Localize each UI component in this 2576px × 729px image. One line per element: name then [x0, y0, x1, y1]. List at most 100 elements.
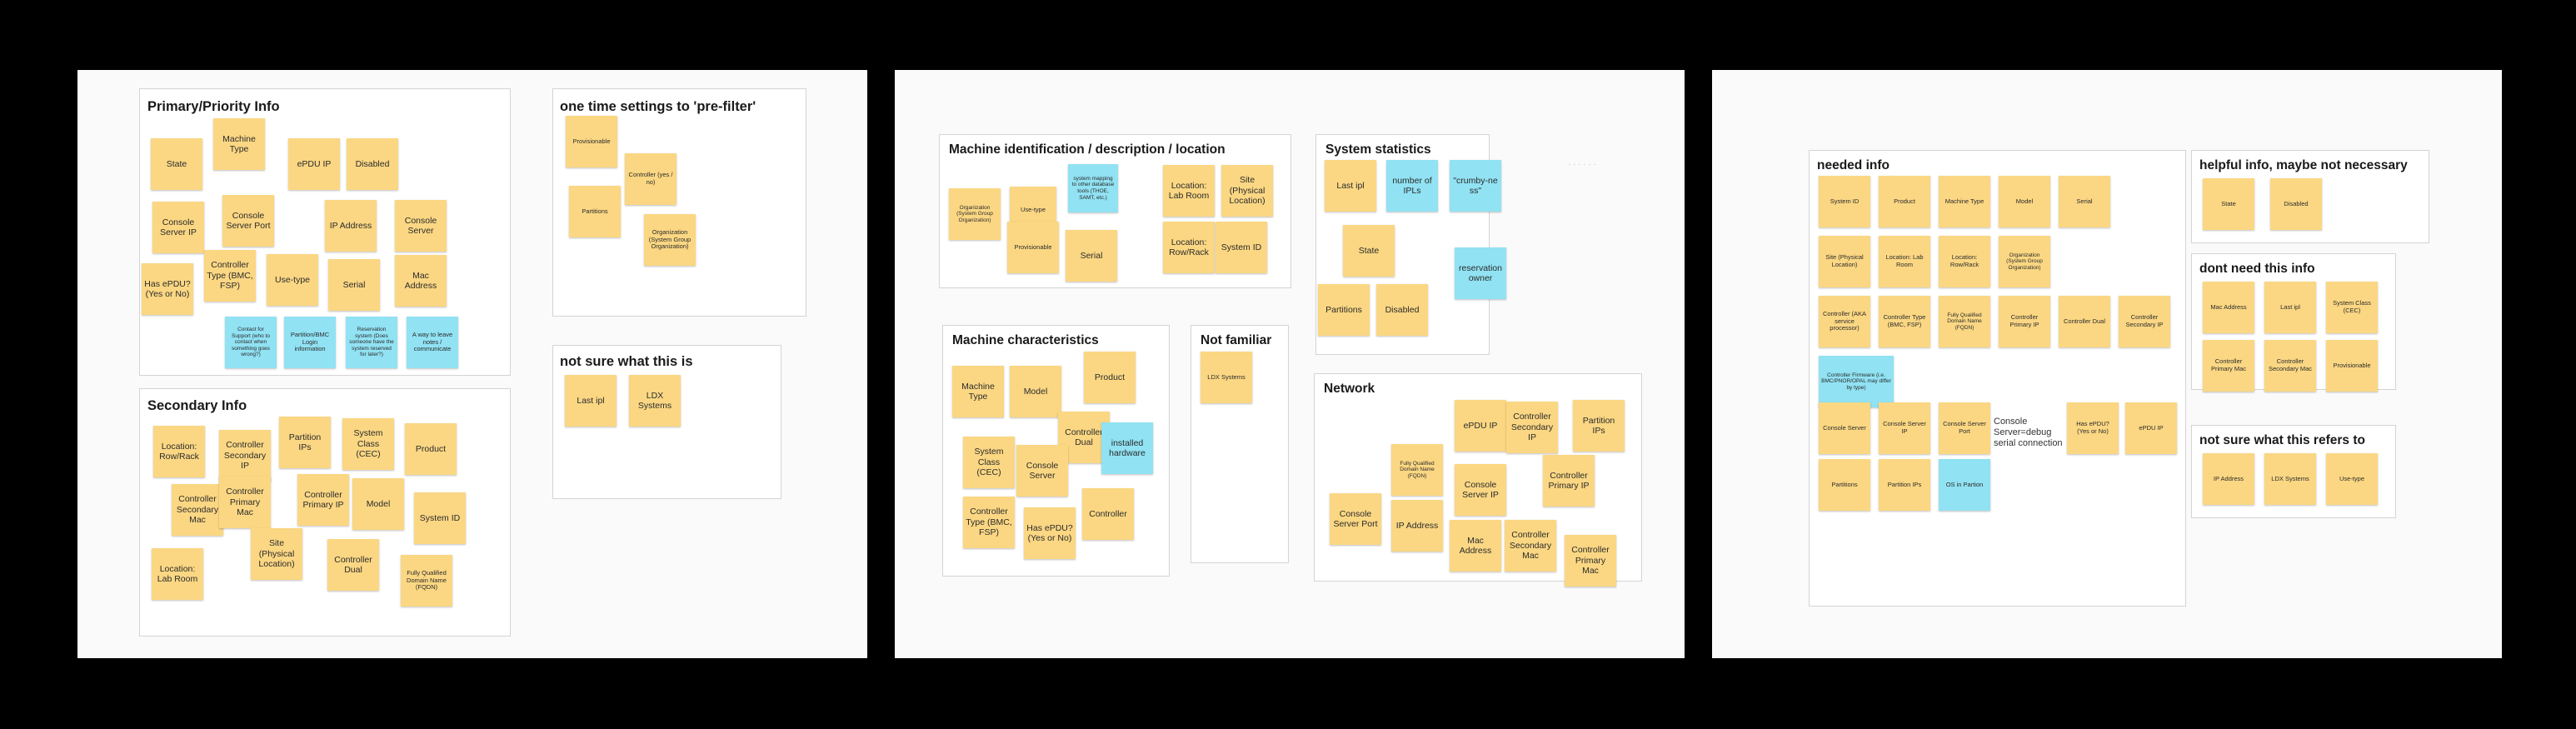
sticky-note[interactable]: Location: Lab Room — [1163, 165, 1215, 217]
sticky-note[interactable]: Site (Physical Location) — [1221, 165, 1273, 217]
sticky-note[interactable]: Partitions — [1318, 284, 1370, 336]
sticky-note[interactable]: Mac Address — [2203, 282, 2254, 333]
sticky-note[interactable]: Has ePDU? (Yes or No) — [142, 263, 193, 315]
sticky-note[interactable]: Controller Secondary Mac — [172, 484, 223, 536]
sticky-note[interactable]: Partition IPs — [279, 417, 331, 468]
sticky-note[interactable]: Controller Secondary IP — [219, 430, 271, 482]
sticky-note[interactable]: Disabled — [2270, 178, 2322, 230]
sticky-note[interactable]: number of IPLs — [1386, 160, 1438, 212]
sticky-note[interactable]: State — [1343, 225, 1395, 277]
sticky-note[interactable]: Console Server Port — [222, 195, 274, 247]
sticky-note[interactable]: Product — [405, 423, 457, 475]
sticky-note[interactable]: Machine Type — [213, 118, 265, 170]
sticky-note[interactable]: A way to leave notes / communicate — [407, 317, 458, 368]
sticky-note[interactable]: Use-type — [2326, 453, 2378, 505]
sticky-note[interactable]: Partition IPs — [1573, 400, 1625, 452]
sticky-note[interactable]: Disabled — [1376, 284, 1428, 336]
sticky-note[interactable]: Controller Secondary Mac — [1505, 520, 1556, 572]
sticky-note[interactable]: IP Address — [1391, 500, 1443, 552]
sticky-note[interactable]: Has ePDU? (Yes or No) — [1024, 507, 1076, 559]
sticky-note[interactable]: Fully Qualified Domain Name (FQDN) — [1939, 296, 1990, 347]
sticky-note[interactable]: Console Server Port — [1330, 493, 1381, 545]
sticky-note[interactable]: ePDU IP — [1455, 400, 1506, 452]
sticky-note[interactable]: Site (Physical Location) — [251, 528, 302, 580]
sticky-note[interactable]: Has ePDU? (Yes or No) — [2067, 402, 2119, 454]
sticky-note[interactable]: System ID — [1819, 176, 1870, 227]
sticky-note[interactable]: Product — [1084, 352, 1136, 403]
sticky-note[interactable]: Console Server IP — [1879, 402, 1930, 454]
sticky-note[interactable]: Model — [1010, 366, 1061, 417]
sticky-note[interactable]: Partitions — [569, 186, 621, 237]
sticky-note[interactable]: Controller Secondary IP — [2119, 296, 2170, 347]
sticky-note[interactable]: Controller — [1082, 488, 1134, 540]
sticky-note[interactable]: System Class (CEC) — [963, 437, 1015, 488]
sticky-note[interactable]: Controller Primary IP — [297, 474, 349, 526]
sticky-note[interactable]: system mapping to other database tools (… — [1068, 164, 1118, 212]
sticky-note[interactable]: System ID — [414, 492, 466, 544]
sticky-note[interactable]: Controller Type (BMC, FSP) — [1879, 296, 1930, 347]
sticky-note[interactable]: Controller Secondary Mac — [2264, 340, 2316, 392]
sticky-note[interactable]: Controller Primary IP — [1999, 296, 2050, 347]
sticky-note[interactable]: "crumby-ne ss" — [1450, 160, 1501, 212]
sticky-note[interactable]: Organization (System Group Organization) — [1999, 236, 2050, 287]
sticky-note[interactable]: Provisionable — [566, 116, 617, 167]
sticky-note[interactable]: Controller Primary IP — [1543, 455, 1595, 507]
sticky-note[interactable]: Controller Dual — [2059, 296, 2110, 347]
sticky-note[interactable]: Partition/BMC Login information — [284, 317, 336, 368]
sticky-note[interactable]: Controller Type (BMC, FSP) — [963, 497, 1015, 548]
sticky-note[interactable]: Serial — [328, 259, 380, 311]
sticky-note[interactable]: Mac Address — [395, 255, 447, 307]
sticky-note[interactable]: Controller Primary Mac — [2203, 340, 2254, 392]
sticky-note[interactable]: Organization (System Group Organization) — [949, 188, 1001, 240]
sticky-note[interactable]: Location: Lab Room — [1879, 236, 1930, 287]
sticky-note[interactable]: Location: Row/Rack — [1163, 222, 1215, 273]
sticky-note[interactable]: Controller Primary Mac — [219, 477, 271, 528]
sticky-note[interactable]: Console Server — [1016, 445, 1068, 497]
sticky-note[interactable]: Console Server IP — [152, 202, 204, 253]
sticky-note[interactable]: OS in Partion — [1939, 459, 1990, 511]
sticky-note[interactable]: Contact for Support (who to contact when… — [225, 317, 277, 368]
sticky-note[interactable]: Machine Type — [952, 366, 1004, 417]
sticky-note[interactable]: Console Server — [1819, 402, 1870, 454]
sticky-note[interactable]: Location: Row/Rack — [1939, 236, 1990, 287]
sticky-note[interactable]: Use-type — [267, 254, 318, 306]
sticky-note[interactable]: IP Address — [2203, 453, 2254, 505]
sticky-note[interactable]: System ID — [1216, 222, 1267, 273]
sticky-note[interactable]: Serial — [1066, 230, 1117, 282]
sticky-note[interactable]: Model — [352, 478, 404, 530]
sticky-note[interactable]: Reservation system (Does someone have th… — [346, 317, 397, 368]
sticky-note[interactable]: LDX Systems — [629, 375, 681, 427]
sticky-note[interactable]: installed hardware — [1101, 422, 1153, 474]
sticky-note[interactable]: Console Server IP — [1455, 464, 1506, 516]
sticky-note[interactable]: Location: Row/Rack — [153, 426, 205, 477]
sticky-note[interactable]: LDX Systems — [1201, 352, 1252, 403]
sticky-note[interactable]: Last ipl — [565, 375, 617, 427]
sticky-note[interactable]: Machine Type — [1939, 176, 1990, 227]
sticky-note[interactable]: ePDU IP — [2125, 402, 2177, 454]
sticky-note[interactable]: Fully Qualified Domain Name (FQDN) — [1391, 444, 1443, 496]
sticky-note[interactable]: Location: Lab Room — [152, 548, 203, 600]
sticky-note[interactable]: Partition IPs — [1879, 459, 1930, 511]
sticky-note[interactable]: reservation owner — [1455, 247, 1506, 299]
sticky-note[interactable]: Model — [1999, 176, 2050, 227]
sticky-note[interactable]: State — [151, 138, 202, 190]
sticky-note[interactable]: ePDU IP — [288, 138, 340, 190]
sticky-note[interactable]: Partitions — [1819, 459, 1870, 511]
sticky-note[interactable]: Console Server — [395, 200, 447, 252]
sticky-note[interactable]: Console Server Port — [1939, 402, 1990, 454]
sticky-note[interactable]: State — [2203, 178, 2254, 230]
sticky-note[interactable]: Controller Firmware (i.e. BMC/PNOR/OPAL … — [1819, 356, 1894, 407]
sticky-note[interactable]: Controller Type (BMC, FSP) — [204, 250, 256, 302]
sticky-note[interactable]: Controller (AKA service processor) — [1819, 296, 1870, 347]
sticky-note[interactable]: System Class (CEC) — [342, 418, 394, 470]
sticky-note[interactable]: Controller (yes / no) — [625, 153, 676, 205]
sticky-note[interactable]: Last ipl — [1325, 160, 1376, 212]
sticky-note[interactable]: Controller Secondary IP — [1506, 402, 1558, 453]
sticky-note[interactable]: Product — [1879, 176, 1930, 227]
sticky-note[interactable]: Site (Physical Location) — [1819, 236, 1870, 287]
sticky-note[interactable]: Fully Qualified Domain Name (FQDN) — [401, 555, 452, 607]
sticky-note[interactable]: Provisionable — [2326, 340, 2378, 392]
sticky-note[interactable]: Last ipl — [2264, 282, 2316, 333]
sticky-note[interactable]: Controller Dual — [327, 539, 379, 591]
sticky-note[interactable]: Organization (System Group Organization) — [644, 214, 696, 266]
